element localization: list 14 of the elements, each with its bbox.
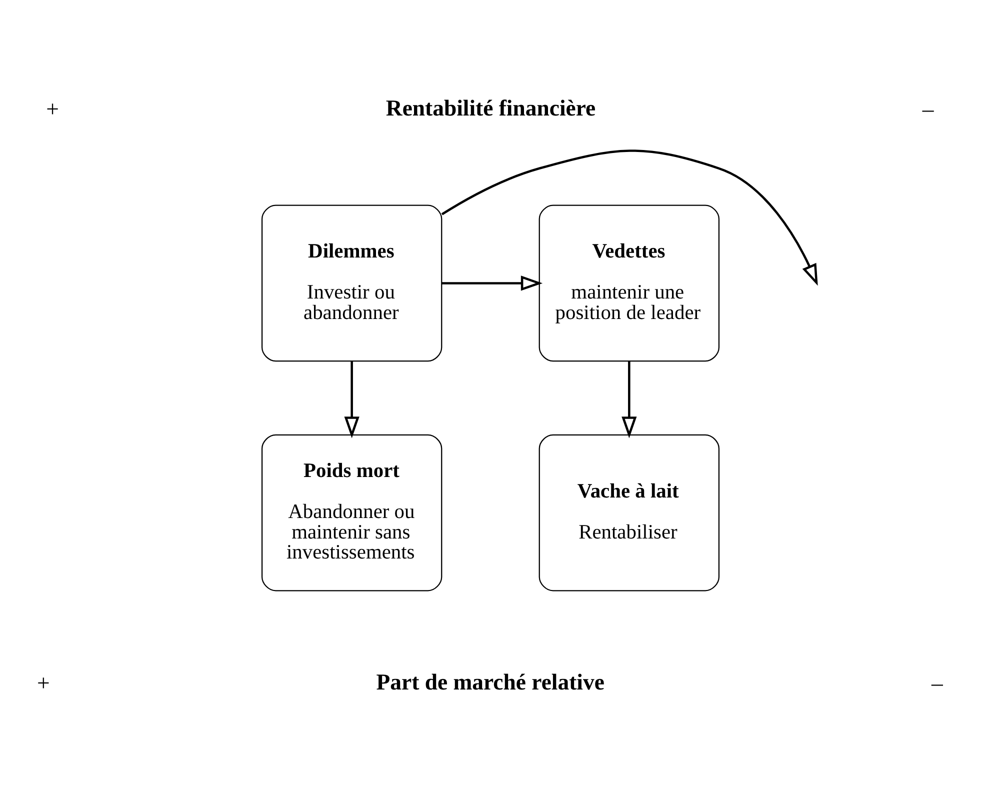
node-box: Dilemmes Investir ou abandonner <box>261 204 442 362</box>
arrow <box>442 276 543 291</box>
node-box: Poids mort Abandonner ou maintenir sans investissements <box>261 434 442 592</box>
label: – <box>922 96 934 122</box>
arrow <box>441 150 818 286</box>
node-box: Vedettes maintenir une position de leader <box>538 204 720 362</box>
node-box: Vache à lait Rentabiliser <box>538 434 720 592</box>
label: – <box>932 670 943 696</box>
arrow <box>344 361 360 438</box>
label: Rentabilité financière <box>386 96 596 121</box>
label: + <box>46 96 59 122</box>
arrow <box>622 361 637 438</box>
label: Part de marché relative <box>376 670 604 695</box>
label: + <box>36 670 50 696</box>
